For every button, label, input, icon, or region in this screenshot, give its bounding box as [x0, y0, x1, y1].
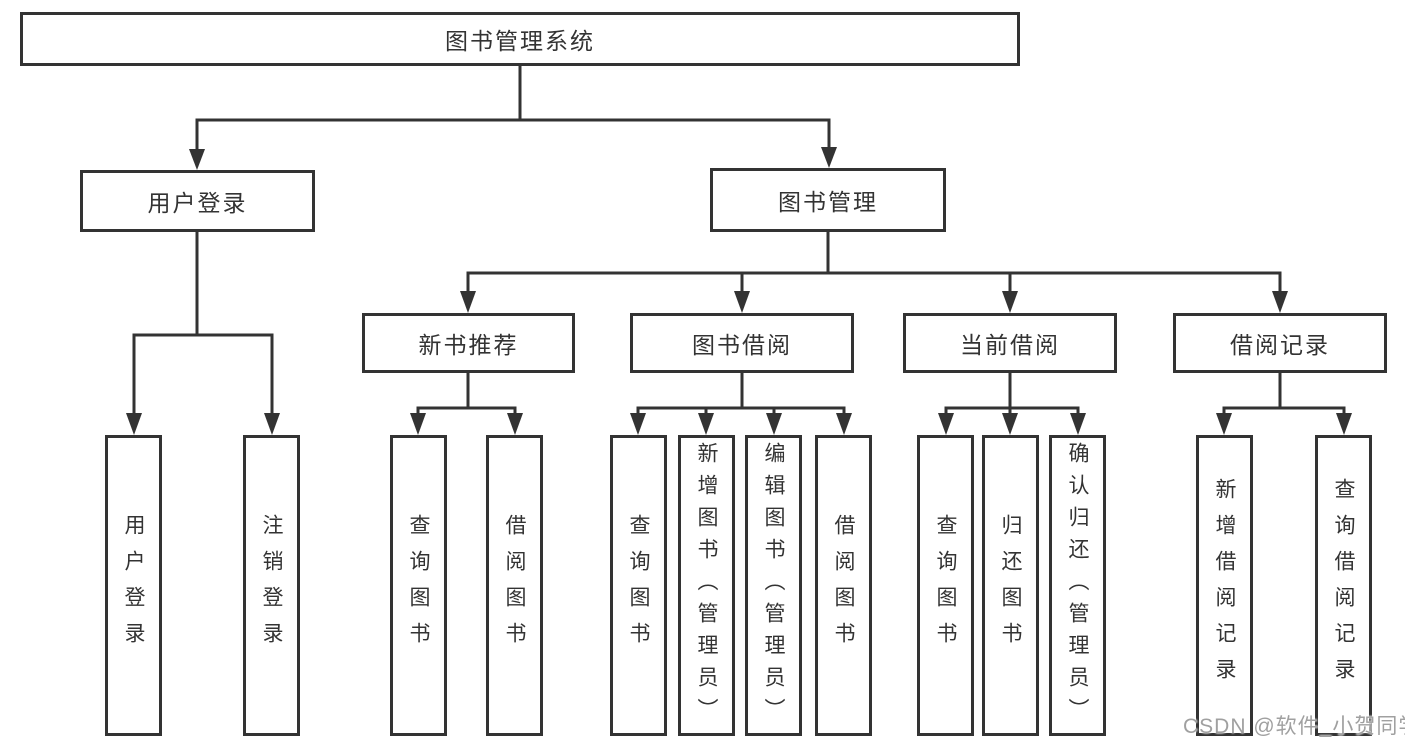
- node-label: 用户登录: [147, 190, 248, 216]
- node-leaf-query-books-2: 查询图书: [610, 435, 667, 736]
- node-label: 编辑图书（管理员）: [762, 441, 785, 730]
- node-leaf-return-books: 归还图书: [982, 435, 1039, 736]
- node-label: 当前借阅: [960, 332, 1060, 358]
- node-leaf-borrow-books-1: 借阅图书: [486, 435, 543, 736]
- node-label: 借阅图书: [832, 513, 855, 658]
- node-label: 图书借阅: [692, 332, 792, 358]
- node-label: 查询借阅记录: [1332, 477, 1355, 694]
- node-label: 查询图书: [934, 513, 957, 658]
- node-label: 归还图书: [999, 513, 1022, 658]
- node-leaf-query-books-3: 查询图书: [917, 435, 974, 736]
- node-borrow-records: 借阅记录: [1173, 313, 1387, 373]
- node-book-borrowing: 图书借阅: [630, 313, 854, 373]
- node-label: 确认归还（管理员）: [1066, 441, 1089, 730]
- node-label: 查询图书: [407, 513, 430, 658]
- node-leaf-query-borrow-record: 查询借阅记录: [1315, 435, 1372, 736]
- node-leaf-user-login: 用户登录: [105, 435, 162, 736]
- node-label: 注销登录: [260, 513, 283, 658]
- node-label: 新增借阅记录: [1213, 477, 1236, 694]
- csdn-watermark: CSDN @软件_小贺同学: [1183, 715, 1405, 738]
- node-leaf-confirm-return-admin: 确认归还（管理员）: [1049, 435, 1106, 736]
- node-label: 借阅记录: [1230, 332, 1330, 358]
- node-new-book-recommend: 新书推荐: [362, 313, 575, 373]
- node-leaf-borrow-books-2: 借阅图书: [815, 435, 872, 736]
- node-leaf-add-books-admin: 新增图书（管理员）: [678, 435, 735, 736]
- node-root: 图书管理系统: [20, 12, 1020, 66]
- node-label: 查询图书: [627, 513, 650, 658]
- node-label: 图书管理系统: [445, 28, 595, 54]
- node-label: 图书管理: [778, 189, 878, 215]
- node-label: 新增图书（管理员）: [695, 441, 718, 730]
- node-leaf-query-books-1: 查询图书: [390, 435, 447, 736]
- node-leaf-add-borrow-record: 新增借阅记录: [1196, 435, 1253, 736]
- node-label: 新书推荐: [418, 332, 519, 358]
- node-user-login: 用户登录: [80, 170, 315, 232]
- node-leaf-logout: 注销登录: [243, 435, 300, 736]
- node-leaf-edit-books-admin: 编辑图书（管理员）: [745, 435, 802, 736]
- node-label: 用户登录: [122, 513, 145, 658]
- node-label: 借阅图书: [503, 513, 526, 658]
- node-current-borrowing: 当前借阅: [903, 313, 1117, 373]
- node-book-management: 图书管理: [710, 168, 946, 232]
